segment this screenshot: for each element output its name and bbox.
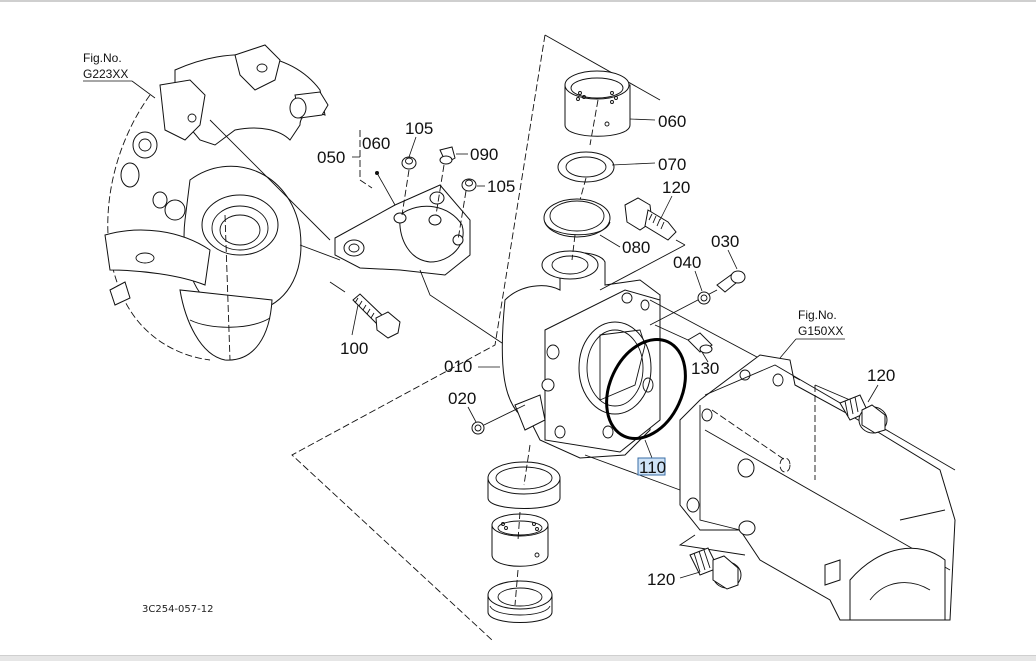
pin-130[interactable]	[654, 324, 713, 363]
callout-100[interactable]: 100	[340, 339, 368, 358]
drawing-code: 3C254-057-12	[142, 604, 213, 615]
frame-bottom-border	[0, 655, 1036, 661]
housing-g223xx[interactable]	[104, 44, 331, 361]
callout-110-highlight	[637, 457, 666, 476]
bushing-060-top[interactable]	[564, 70, 656, 146]
callout-090[interactable]: 090	[470, 145, 498, 164]
frame-top-border	[0, 0, 1036, 2]
washer-070[interactable]	[557, 151, 656, 201]
housing-g150xx[interactable]	[678, 354, 956, 621]
callout-040[interactable]: 040	[673, 253, 701, 272]
fig-ref-g223xx[interactable]: Fig.No. G223XX	[83, 51, 156, 99]
callout-050[interactable]: 050	[317, 148, 345, 167]
fig-ref-code: G150XX	[798, 324, 843, 338]
fig-ref-prefix: Fig.No.	[798, 308, 837, 322]
cap-105-top[interactable]	[401, 136, 417, 216]
callout-120-top[interactable]: 120	[662, 178, 690, 197]
bolt-120-top[interactable]	[599, 195, 686, 291]
bolt-100[interactable]	[329, 281, 401, 339]
nut-020[interactable]	[467, 404, 526, 435]
plug-120-right[interactable]	[839, 384, 888, 434]
callout-060[interactable]: 060	[658, 112, 686, 131]
callout-110[interactable]: 110	[639, 458, 666, 477]
callout-060-bracket[interactable]: 060	[362, 134, 390, 153]
callout-010[interactable]: 010	[444, 357, 472, 376]
callout-020[interactable]: 020	[448, 389, 476, 408]
washer-040[interactable]	[694, 270, 711, 305]
fig-ref-g150xx[interactable]: Fig.No. G150XX	[779, 308, 845, 359]
callout-120-right[interactable]: 120	[867, 366, 895, 385]
bracket-assembly[interactable]	[299, 130, 506, 346]
callout-130[interactable]: 130	[691, 359, 719, 378]
callout-030[interactable]: 030	[711, 232, 739, 251]
bushing-lower[interactable]	[491, 511, 549, 567]
thrust-bearing-lower[interactable]	[487, 569, 553, 623]
callout-080[interactable]: 080	[622, 238, 650, 257]
callout-120-bottom[interactable]: 120	[647, 570, 675, 589]
callout-070[interactable]: 070	[658, 155, 686, 174]
seal-080[interactable]	[543, 198, 621, 261]
plug-120-bottom[interactable]	[679, 547, 742, 590]
fig-ref-code: G223XX	[83, 67, 128, 81]
fig-ref-prefix: Fig.No.	[83, 51, 122, 65]
callout-105-right[interactable]: 105	[487, 177, 515, 196]
callout-105-top[interactable]: 105	[405, 119, 433, 138]
cap-105-right[interactable]	[457, 178, 485, 241]
o-ring-110[interactable]	[591, 327, 700, 459]
grease-nipple-090[interactable]	[435, 146, 468, 216]
seal-lower[interactable]	[487, 444, 561, 509]
knuckle-010[interactable]	[291, 34, 801, 641]
